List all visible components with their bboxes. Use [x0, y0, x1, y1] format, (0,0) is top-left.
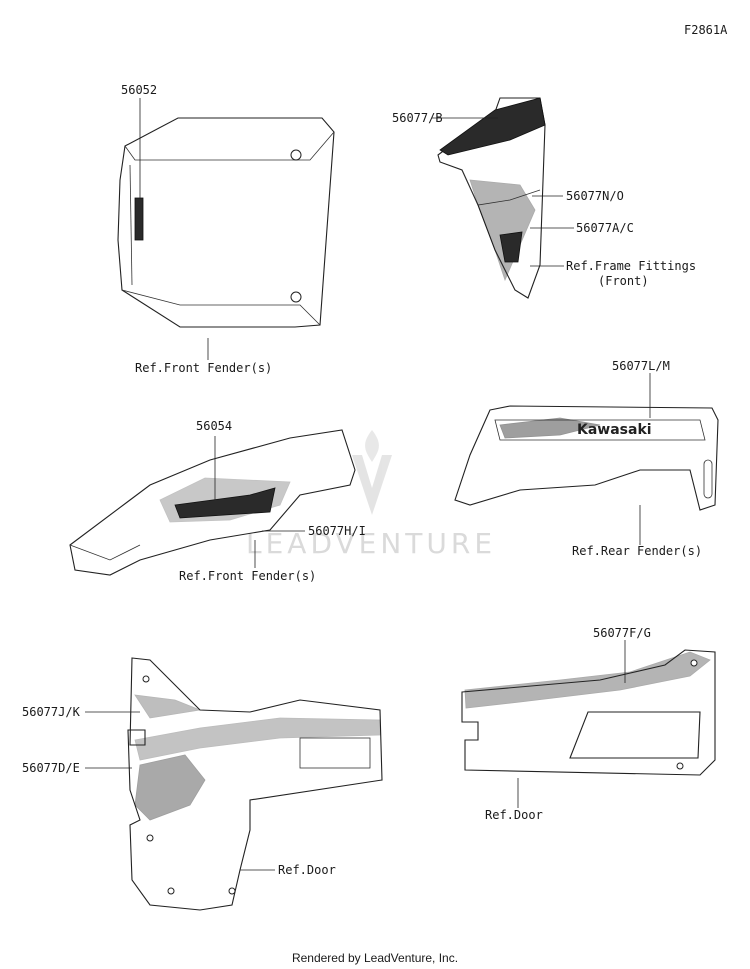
kawasaki-decal-text: Kawasaki [577, 422, 652, 438]
part-rear-fender: Kawasaki [454, 405, 719, 511]
label-56077-b[interactable]: 56077/B [392, 111, 443, 125]
part-front-panel [437, 97, 546, 299]
figure-code: F2861A [684, 23, 728, 37]
label-56054[interactable]: 56054 [196, 419, 232, 433]
part-hood-56052 [117, 117, 335, 328]
part-left-door [127, 657, 383, 911]
label-56077-hi[interactable]: 56077H/I [308, 524, 366, 538]
label-front-fender-1[interactable]: Ref.Front Fender(s) [135, 361, 272, 375]
label-56077-fg[interactable]: 56077F/G [593, 626, 651, 640]
label-56052[interactable]: 56052 [121, 83, 157, 97]
label-door-1[interactable]: Ref.Door [485, 808, 543, 822]
label-door-2[interactable]: Ref.Door [278, 863, 336, 877]
label-front-fender-2[interactable]: Ref.Front Fender(s) [179, 569, 316, 583]
label-56077-no[interactable]: 56077N/O [566, 189, 624, 203]
label-56077-de[interactable]: 56077D/E [22, 761, 80, 775]
footer-credit: Rendered by LeadVenture, Inc. [292, 951, 458, 965]
label-56077-ac[interactable]: 56077A/C [576, 221, 634, 235]
label-frame-fittings-2[interactable]: (Front) [598, 274, 649, 288]
label-56077-lm[interactable]: 56077L/M [612, 359, 670, 373]
part-right-door [461, 649, 716, 776]
watermark-text: LEADVENTURE [246, 527, 496, 560]
label-rear-fender[interactable]: Ref.Rear Fender(s) [572, 544, 702, 558]
part-front-fender-56054 [69, 429, 356, 576]
watermark: LEADVENTURE [246, 430, 496, 560]
label-frame-fittings-1[interactable]: Ref.Frame Fittings [566, 259, 696, 273]
label-56077-jk[interactable]: 56077J/K [22, 705, 81, 719]
